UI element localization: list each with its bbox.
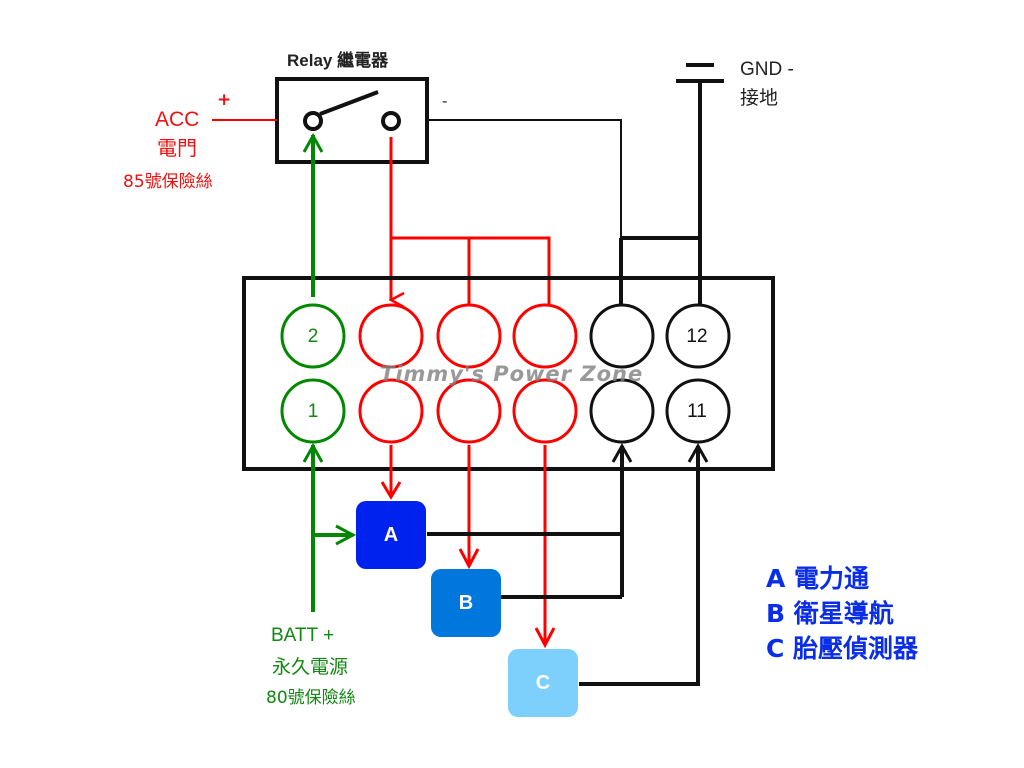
pin-top-5 [589, 303, 655, 369]
black-arrow-up-5 [611, 442, 633, 463]
pin-top-4 [512, 303, 578, 369]
batt-sublabel: 永久電源 [272, 656, 349, 678]
pin-2-label: 2 [307, 326, 319, 347]
pin-1-label: 1 [307, 401, 319, 422]
module-c-label: C [535, 671, 551, 694]
relay-contact-left [303, 111, 323, 131]
legend: A 電力通 B 衛星導航 C 胎壓偵測器 [766, 561, 918, 666]
pin-bot-2 [358, 378, 424, 444]
pin-bot-3 [436, 378, 502, 444]
red-arrow-c [534, 627, 556, 649]
module-a-label: A [383, 523, 399, 546]
gnd-sublabel: 接地 [740, 87, 779, 109]
pin-2 [280, 303, 346, 369]
pin-12 [665, 303, 731, 369]
relay-title: Relay 繼電器 [287, 51, 389, 70]
acc-label: ACC [155, 108, 200, 131]
legend-item-c: C 胎壓偵測器 [766, 634, 919, 663]
pin-top-2 [358, 303, 424, 369]
pin-bot-5 [589, 378, 655, 444]
batt-label: BATT + [271, 625, 335, 646]
pin-1 [280, 378, 346, 444]
relay-minus-label: - [442, 92, 448, 110]
module-a: A [356, 501, 426, 569]
relay-switch-arm [319, 90, 379, 116]
green-arrow-up-pin1 [302, 442, 324, 463]
black-arrow-up-11 [687, 442, 709, 463]
module-b-label: B [458, 591, 474, 614]
watermark: Timmy's Power Zone [380, 362, 644, 386]
ground-return-a [427, 446, 624, 536]
red-arrow-b [458, 548, 480, 570]
legend-item-a: A 電力通 [766, 564, 870, 593]
module-c: C [508, 649, 578, 717]
red-arrow-a [380, 481, 402, 500]
legend-item-b: B 衛星導航 [766, 599, 894, 628]
relay-box [275, 77, 429, 164]
relay-contact-right [381, 111, 401, 131]
batt-fuse-label: 80號保險絲 [266, 688, 356, 708]
green-arrow-right-a [335, 524, 357, 546]
pin-12-label: 12 [686, 326, 708, 347]
pin-top-3 [436, 303, 502, 369]
connector-box [242, 276, 775, 471]
red-bus [391, 236, 551, 305]
acc-fuse-label: 85號保險絲 [123, 172, 213, 192]
green-arrow-up-relay [302, 132, 324, 153]
acc-sublabel: 電門 [157, 136, 197, 160]
gnd-label: GND - [740, 59, 794, 80]
acc-plus-label: + [217, 90, 232, 110]
pin-bot-4 [512, 378, 578, 444]
pin-11 [665, 378, 731, 444]
ground-return-c [579, 446, 700, 686]
pin-11-label: 11 [687, 401, 707, 422]
module-b: B [431, 569, 501, 637]
